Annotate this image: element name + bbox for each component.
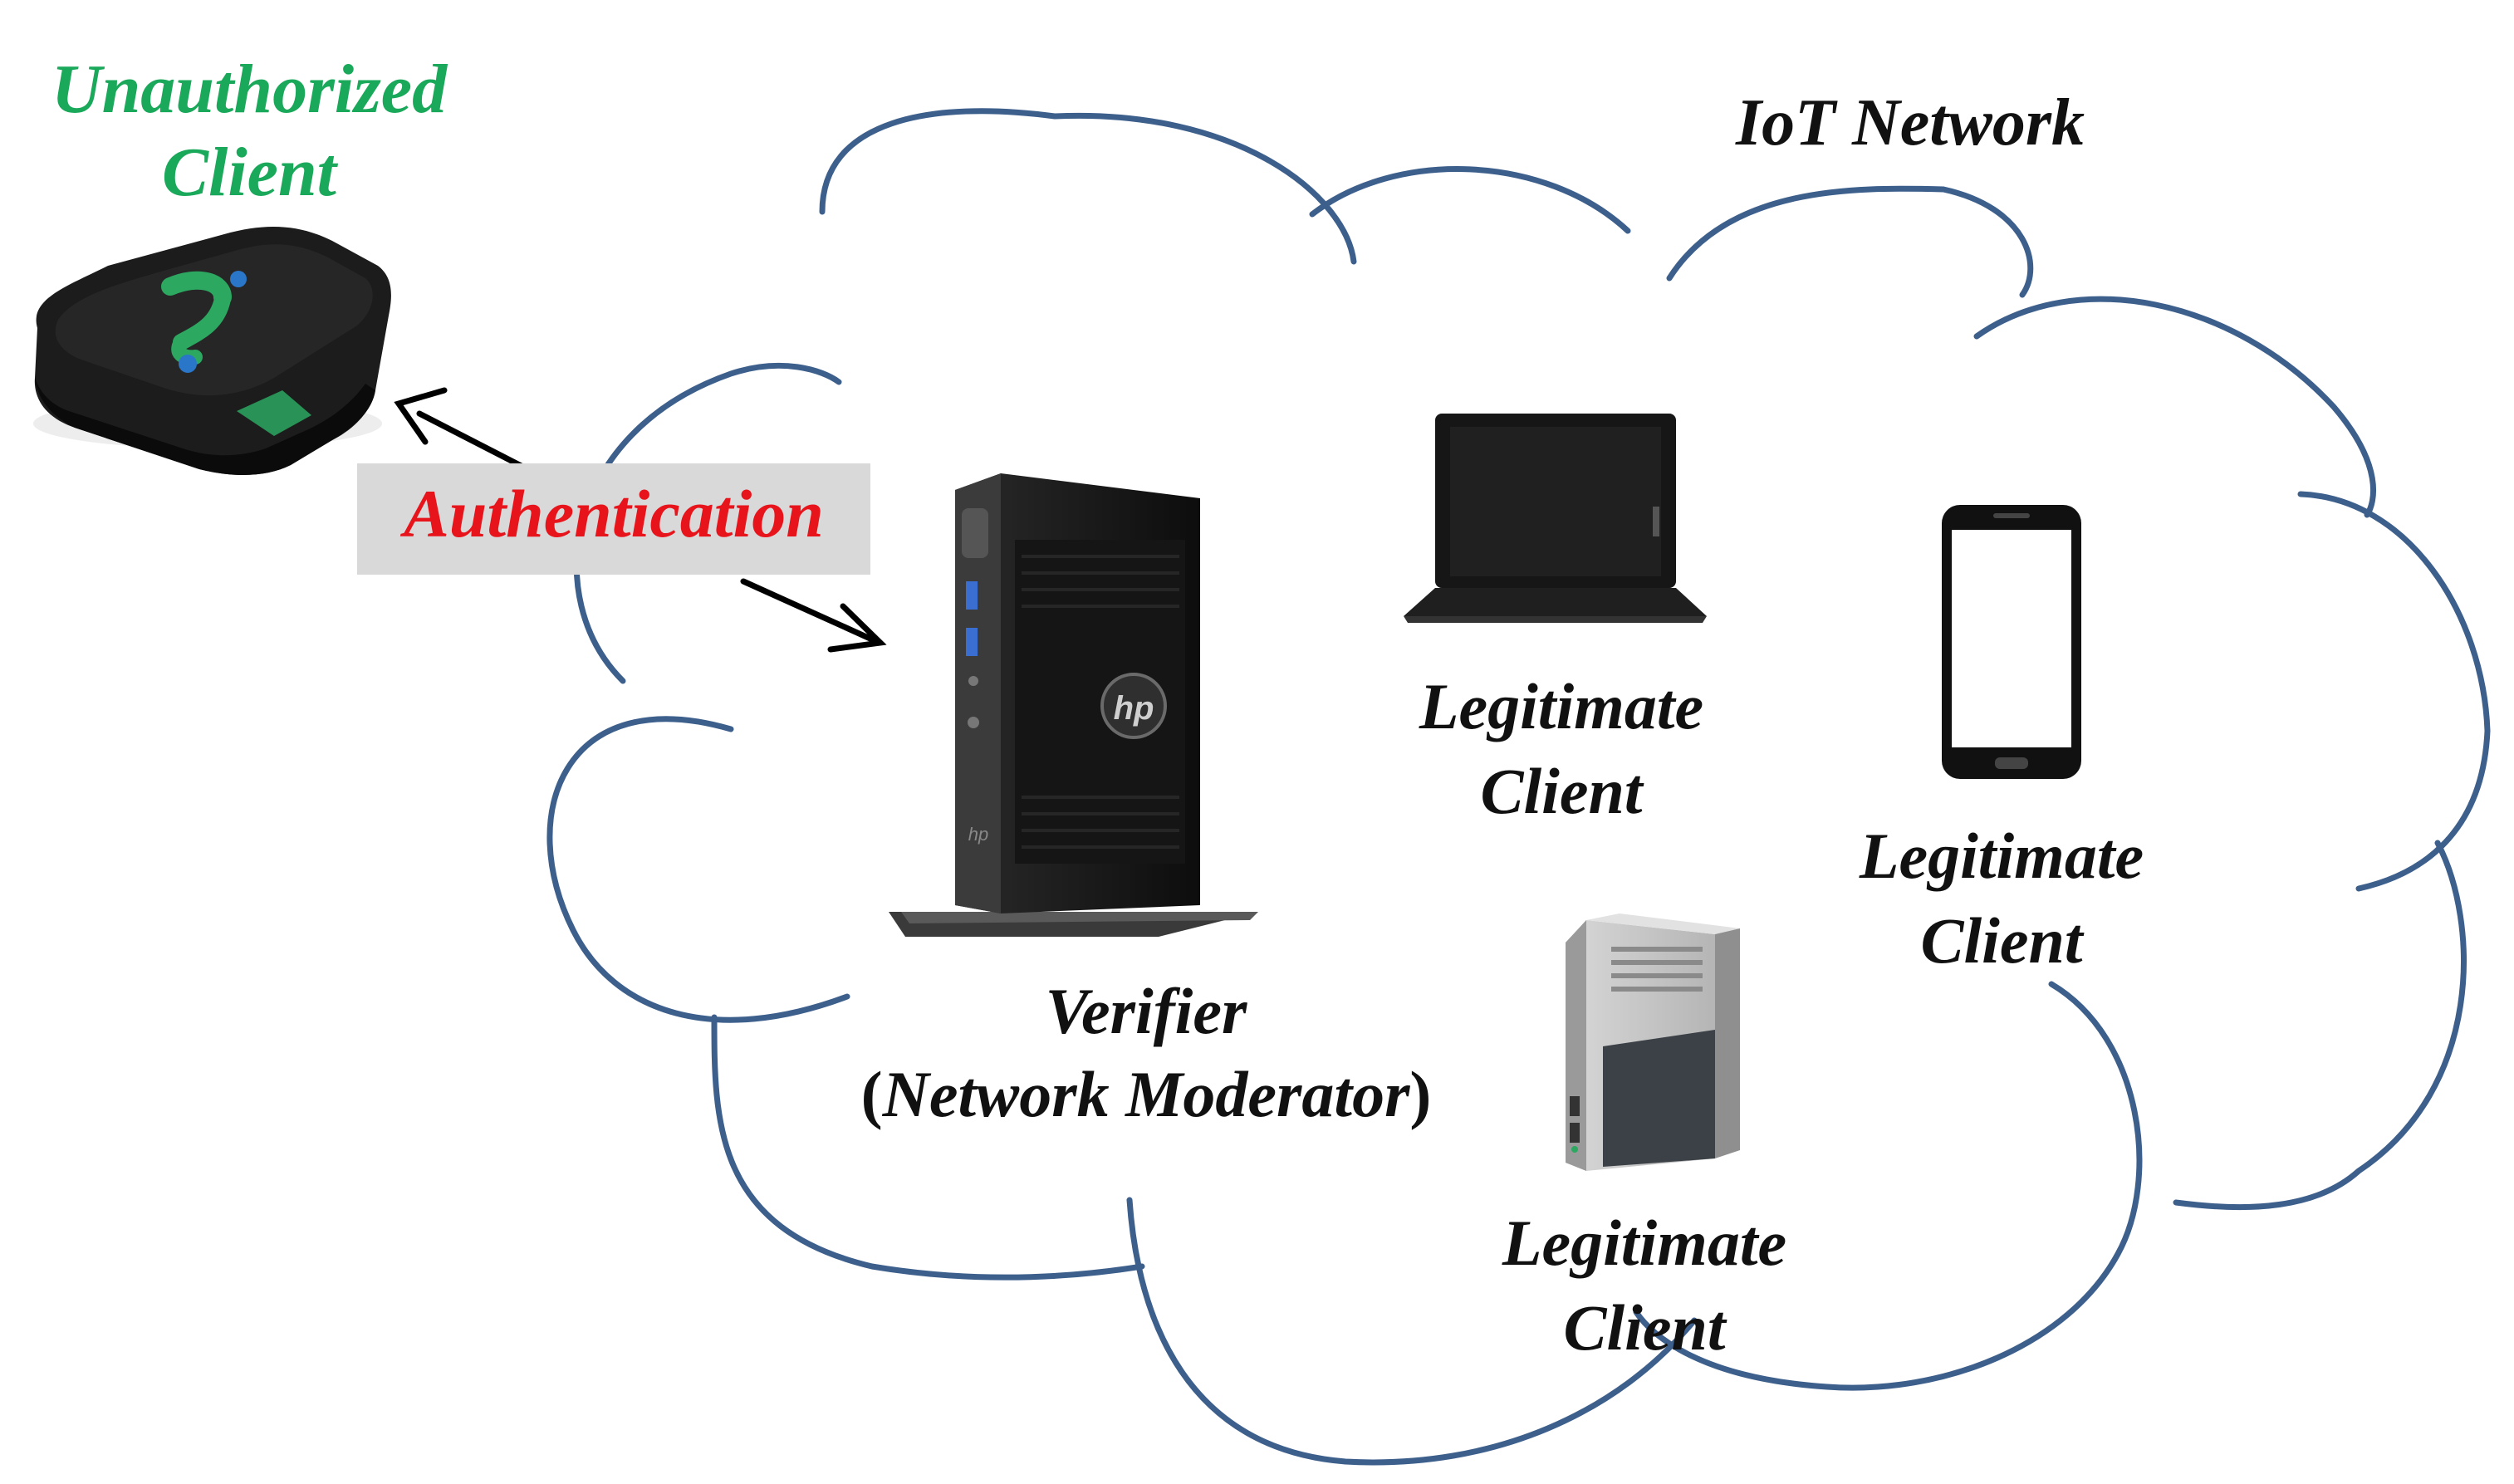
legitimate-client-label-phone: Legitimate Client — [1769, 814, 2234, 983]
verifier-label: Verifier (Network Moderator) — [731, 970, 1561, 1136]
authentication-label: Authentication — [404, 476, 824, 551]
verifier-role-line: (Network Moderator) — [731, 1053, 1561, 1136]
legitimate-client-thin-line-2: Client — [1563, 1291, 1726, 1364]
hp-logo: hp — [1114, 690, 1154, 727]
cloud-arc-bottom-right — [1633, 981, 2143, 1391]
unauthorized-client-line-2: Client — [161, 134, 337, 211]
cloud-arc-left-lower — [546, 716, 850, 1023]
arrowhead-to-verifier — [827, 603, 887, 653]
legitimate-client-laptop-line-2: Client — [1480, 755, 1643, 827]
cloud-arc-left-upper — [573, 362, 842, 684]
unauthorized-client-label: Unauthorized Client — [17, 48, 482, 214]
cloud-arc-bottom-middle — [1126, 1197, 1698, 1466]
unauthorized-client-line-1: Unauthorized — [51, 51, 448, 128]
cloud-arc-top-middle — [1309, 166, 1631, 234]
laptop-icon — [1404, 414, 1707, 623]
legitimate-client-thin-line-1: Legitimate — [1502, 1207, 1787, 1279]
unauthorized-device-icon — [33, 226, 391, 475]
iot-network-label: IoT Network — [1736, 86, 2085, 159]
arrowhead-to-unauthorized — [394, 387, 448, 445]
cloud-arc-right-lower — [2173, 840, 2467, 1211]
cloud-arc-top-left — [819, 108, 1357, 265]
cloud-arc-bottom-left — [711, 1014, 1145, 1281]
legitimate-client-label-thin-client: Legitimate Client — [1412, 1201, 1877, 1370]
cloud-arc-right-upper — [1973, 296, 2377, 518]
cloud-arc-right-middle — [2297, 491, 2491, 892]
cloud-arc-top-right — [1666, 185, 2034, 298]
thin-client-icon — [1566, 913, 1740, 1171]
legitimate-client-laptop-line-1: Legitimate — [1419, 670, 1704, 742]
arrow-line-lower — [740, 578, 875, 643]
verifier-role-open: ( — [860, 1058, 883, 1130]
hp-logo-small: hp — [968, 824, 988, 845]
verifier-role-close: ) — [1409, 1058, 1432, 1130]
iot-network-cloud — [546, 108, 2491, 1466]
verifier-title: Verifier — [1045, 975, 1247, 1047]
legitimate-client-phone-line-1: Legitimate — [1859, 820, 2144, 892]
legitimate-client-phone-line-2: Client — [1920, 904, 2083, 977]
verifier-tower-icon: hp hp — [889, 473, 1258, 937]
verifier-role: Network Moderator — [882, 1058, 1410, 1130]
legitimate-client-label-laptop: Legitimate Client — [1329, 664, 1794, 834]
smartphone-icon — [1942, 505, 2081, 779]
authentication-label-box — [357, 463, 870, 575]
